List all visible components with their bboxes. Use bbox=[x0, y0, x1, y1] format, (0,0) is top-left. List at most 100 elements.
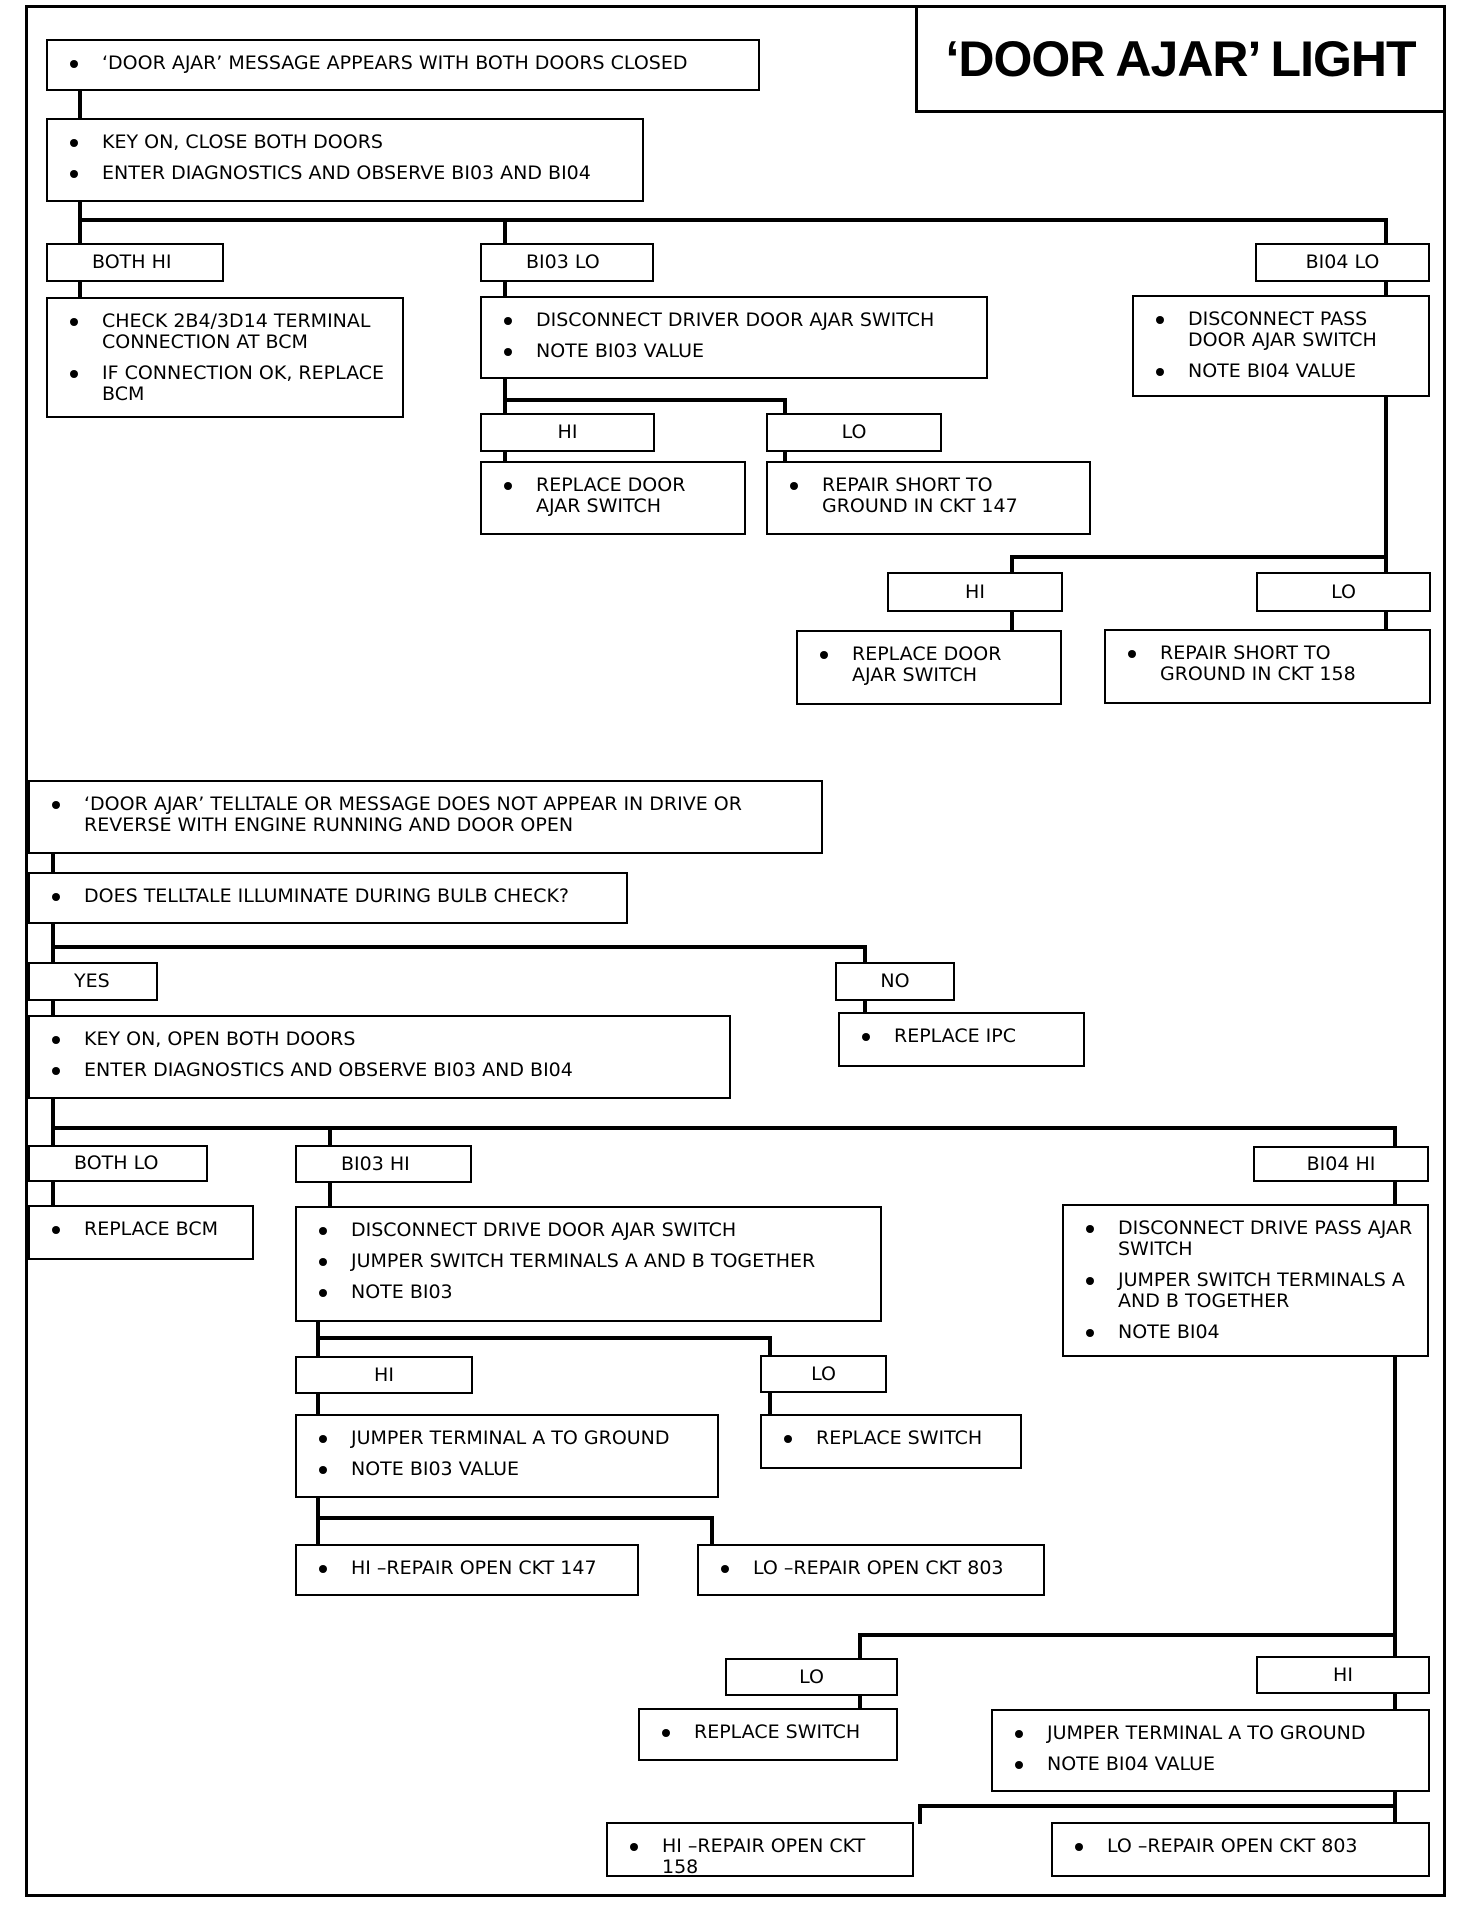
node-key-on-open-doors: KEY ON, OPEN BOTH DOORS ENTER DIAGNOSTICS… bbox=[28, 1015, 731, 1099]
bullet-icon bbox=[662, 1729, 670, 1737]
bullet-text: NOTE BI03 VALUE bbox=[351, 1458, 520, 1480]
node-telltale-not-appear: ‘DOOR AJAR’ TELLTALE OR MESSAGE DOES NOT… bbox=[28, 780, 823, 854]
bullet-item: LO –REPAIR OPEN CKT 803 bbox=[1071, 1836, 1418, 1857]
bullet-item: KEY ON, OPEN BOTH DOORS bbox=[48, 1029, 719, 1050]
bullet-icon bbox=[721, 1565, 729, 1573]
label-bi04-lo: BI04 LO bbox=[1255, 243, 1430, 282]
bullet-item: NOTE BI04 bbox=[1082, 1322, 1417, 1343]
bullet-item: REPLACE IPC bbox=[858, 1026, 1073, 1047]
diagram-frame bbox=[25, 5, 1446, 1897]
bullet-text: DISCONNECT DRIVE PASS AJAR SWITCH bbox=[1118, 1217, 1413, 1260]
bullet-item: NOTE BI03 VALUE bbox=[500, 341, 976, 362]
node-bulb-check-question: DOES TELLTALE ILLUMINATE DURING BULB CHE… bbox=[28, 872, 628, 924]
bullet-icon bbox=[319, 1435, 327, 1443]
bullet-text: CHECK 2B4/3D14 TERMINAL CONNECTION AT BC… bbox=[102, 310, 371, 353]
node-replace-door-ajar-switch-1: REPLACE DOOR AJAR SWITCH bbox=[480, 461, 746, 535]
label-hi-2: HI bbox=[887, 572, 1063, 612]
node-disconnect-pass-switch: DISCONNECT PASS DOOR AJAR SWITCH NOTE BI0… bbox=[1132, 295, 1430, 397]
bullet-text: LO –REPAIR OPEN CKT 803 bbox=[1107, 1835, 1358, 1857]
label-lo-4: LO bbox=[725, 1658, 898, 1696]
bullet-icon bbox=[319, 1227, 327, 1235]
node-replace-bcm: REPLACE BCM bbox=[28, 1205, 254, 1260]
bullet-item: LO –REPAIR OPEN CKT 803 bbox=[717, 1558, 1033, 1579]
node-disconnect-drive-door-switch: DISCONNECT DRIVE DOOR AJAR SWITCH JUMPER … bbox=[295, 1206, 882, 1322]
label-text: BI03 HI bbox=[341, 1152, 410, 1175]
label-text: BI03 LO bbox=[526, 251, 600, 273]
label-text: BI04 LO bbox=[1305, 251, 1380, 273]
bullet-item: KEY ON, CLOSE BOTH DOORS bbox=[66, 132, 632, 153]
bullet-text: REPLACE DOOR AJAR SWITCH bbox=[852, 643, 1002, 686]
bullet-icon bbox=[319, 1289, 327, 1297]
bullet-item: ENTER DIAGNOSTICS AND OBSERVE BI03 AND B… bbox=[48, 1060, 719, 1081]
bullet-text: NOTE BI03 bbox=[351, 1281, 453, 1303]
bullet-icon bbox=[630, 1843, 638, 1851]
node-jumper-terminal-a-bi03: JUMPER TERMINAL A TO GROUND NOTE BI03 VAL… bbox=[295, 1414, 719, 1498]
node-repair-open-ckt-803-a: LO –REPAIR OPEN CKT 803 bbox=[697, 1544, 1045, 1596]
bullet-text: NOTE BI03 VALUE bbox=[536, 340, 705, 362]
bullet-icon bbox=[319, 1466, 327, 1474]
label-text: NO bbox=[880, 970, 910, 992]
bullet-icon bbox=[1086, 1329, 1094, 1337]
bullet-item: JUMPER SWITCH TERMINALS A AND B TOGETHER bbox=[315, 1251, 870, 1272]
node-repair-short-ckt-158: REPAIR SHORT TO GROUND IN CKT 158 bbox=[1104, 629, 1431, 704]
node-repair-open-ckt-147: HI –REPAIR OPEN CKT 147 bbox=[295, 1544, 639, 1596]
bullet-icon bbox=[1156, 316, 1164, 324]
bullet-icon bbox=[862, 1033, 870, 1041]
label-hi-4: HI bbox=[1256, 1656, 1430, 1694]
bullet-icon bbox=[52, 1226, 60, 1234]
bullet-item: REPLACE DOOR AJAR SWITCH bbox=[816, 644, 1050, 686]
label-hi-3: HI bbox=[295, 1356, 473, 1394]
node-message-appears-doors-closed: ‘DOOR AJAR’ MESSAGE APPEARS WITH BOTH DO… bbox=[46, 39, 760, 91]
bullet-text: KEY ON, OPEN BOTH DOORS bbox=[84, 1028, 356, 1050]
bullet-text: DISCONNECT PASS DOOR AJAR SWITCH bbox=[1188, 308, 1377, 351]
label-text: HI bbox=[374, 1363, 394, 1386]
node-repair-open-ckt-158: HI –REPAIR OPEN CKT 158 bbox=[606, 1822, 914, 1878]
bullet-text: NOTE BI04 bbox=[1118, 1321, 1220, 1343]
bullet-icon bbox=[1015, 1761, 1023, 1769]
bullet-text: HI –REPAIR OPEN CKT 147 bbox=[351, 1557, 597, 1579]
label-text: HI bbox=[557, 421, 578, 443]
bullet-icon bbox=[1015, 1730, 1023, 1738]
bullet-item: REPLACE DOOR AJAR SWITCH bbox=[500, 475, 734, 517]
bullet-text: DOES TELLTALE ILLUMINATE DURING BULB CHE… bbox=[84, 885, 570, 907]
bullet-text: NOTE BI04 VALUE bbox=[1047, 1753, 1216, 1775]
bullet-icon bbox=[70, 60, 78, 68]
bullet-text: REPLACE BCM bbox=[84, 1218, 219, 1240]
bullet-item: DISCONNECT DRIVE DOOR AJAR SWITCH bbox=[315, 1220, 870, 1241]
bullet-icon bbox=[1086, 1225, 1094, 1233]
bullet-item: DISCONNECT DRIVER DOOR AJAR SWITCH bbox=[500, 310, 976, 331]
label-yes: YES bbox=[28, 962, 158, 1001]
bullet-item: NOTE BI04 VALUE bbox=[1152, 361, 1418, 382]
bullet-item: ‘DOOR AJAR’ MESSAGE APPEARS WITH BOTH DO… bbox=[66, 53, 748, 74]
bullet-text: KEY ON, CLOSE BOTH DOORS bbox=[102, 131, 383, 153]
bullet-icon bbox=[504, 482, 512, 490]
label-lo-3: LO bbox=[760, 1355, 887, 1393]
bullet-text: HI –REPAIR OPEN CKT 158 bbox=[662, 1835, 866, 1878]
bullet-item: HI –REPAIR OPEN CKT 158 bbox=[626, 1836, 902, 1878]
bullet-icon bbox=[70, 170, 78, 178]
diagram-title: ‘DOOR AJAR’ LIGHT bbox=[945, 31, 1416, 87]
label-text: LO bbox=[1331, 580, 1356, 603]
bullet-icon bbox=[52, 801, 60, 809]
diagram-title-box: ‘DOOR AJAR’ LIGHT bbox=[915, 5, 1446, 113]
bullet-text: ‘DOOR AJAR’ MESSAGE APPEARS WITH BOTH DO… bbox=[102, 52, 688, 74]
bullet-text: REPLACE DOOR AJAR SWITCH bbox=[536, 474, 686, 517]
label-bi03-hi: BI03 HI bbox=[295, 1145, 472, 1183]
bullet-text: LO –REPAIR OPEN CKT 803 bbox=[753, 1557, 1004, 1579]
node-replace-door-ajar-switch-2: REPLACE DOOR AJAR SWITCH bbox=[796, 630, 1062, 705]
bullet-icon bbox=[52, 1067, 60, 1075]
bullet-icon bbox=[504, 348, 512, 356]
label-both-hi: BOTH HI bbox=[46, 243, 224, 282]
bullet-item: JUMPER TERMINAL A TO GROUND bbox=[315, 1428, 707, 1449]
bullet-icon bbox=[70, 370, 78, 378]
label-bi03-lo: BI03 LO bbox=[480, 243, 654, 282]
bullet-text: JUMPER TERMINAL A TO GROUND bbox=[351, 1427, 670, 1449]
bullet-item: CHECK 2B4/3D14 TERMINAL CONNECTION AT BC… bbox=[66, 311, 392, 353]
bullet-icon bbox=[319, 1258, 327, 1266]
node-disconnect-driver-switch: DISCONNECT DRIVER DOOR AJAR SWITCH NOTE B… bbox=[480, 296, 988, 379]
bullet-icon bbox=[52, 893, 60, 901]
bullet-item: DISCONNECT PASS DOOR AJAR SWITCH bbox=[1152, 309, 1418, 351]
bullet-item: NOTE BI03 bbox=[315, 1282, 870, 1303]
